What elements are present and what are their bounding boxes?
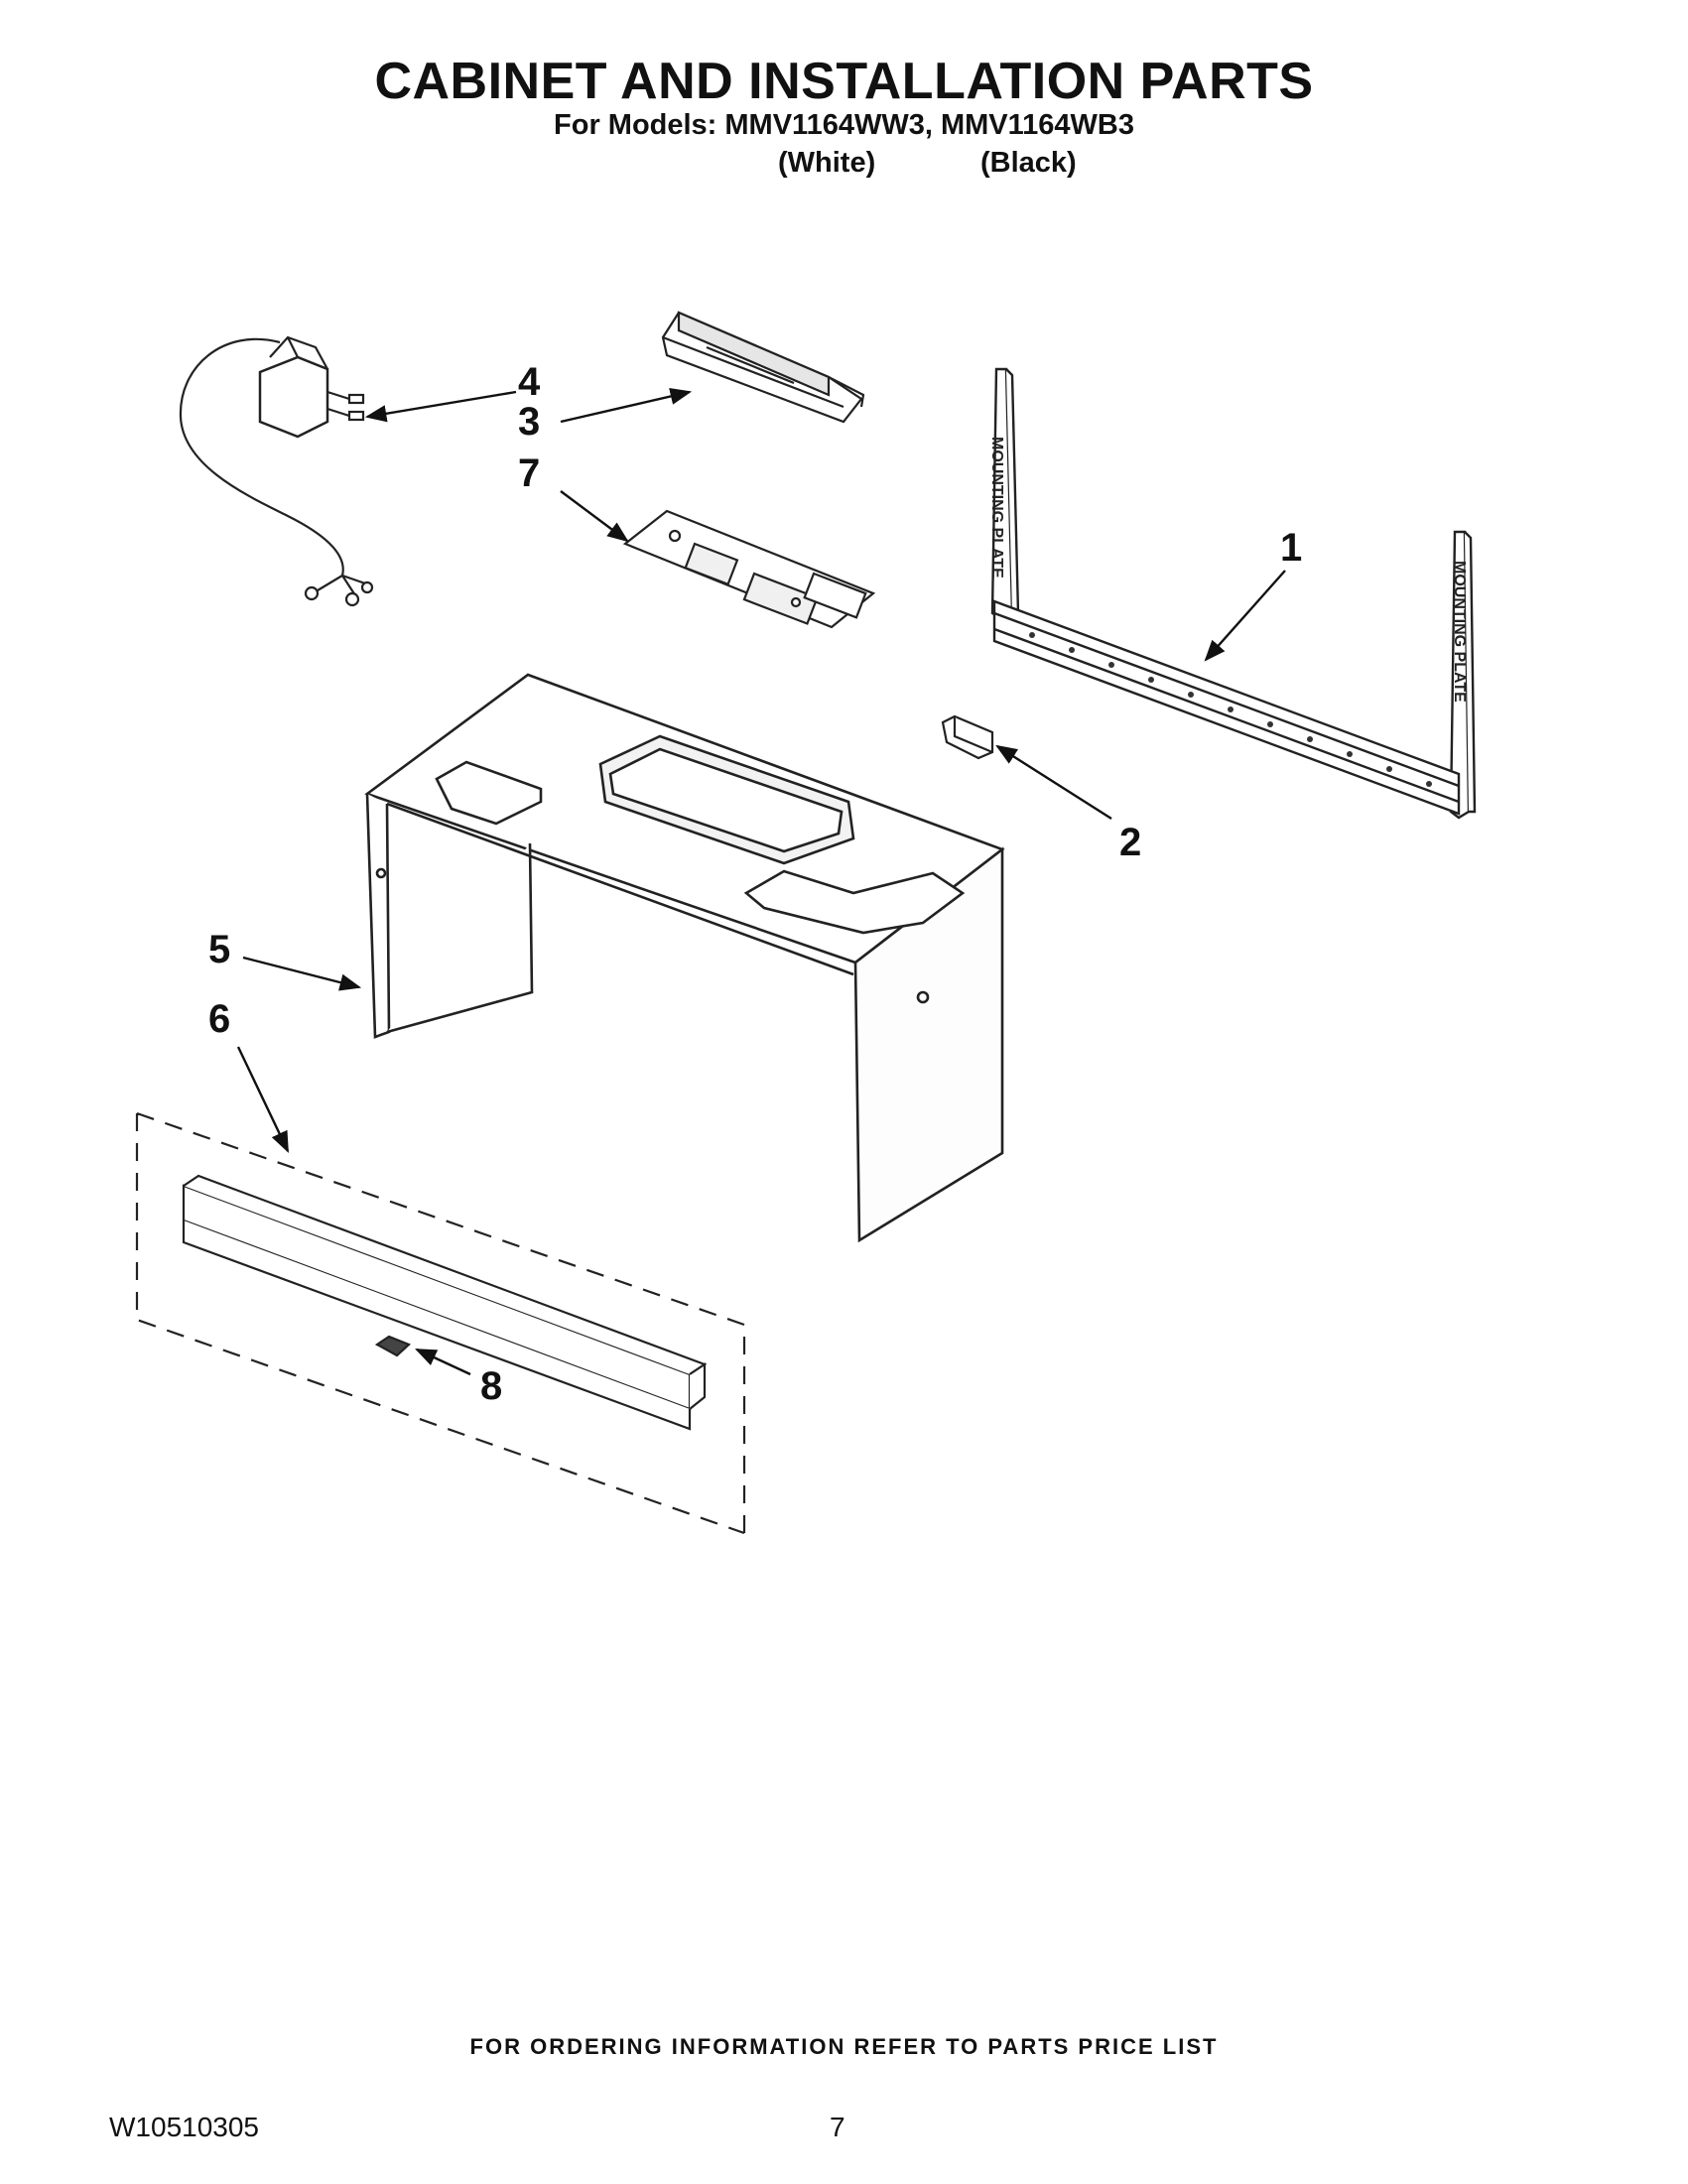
clip-part bbox=[941, 714, 994, 760]
arrow-3 bbox=[560, 387, 693, 424]
page-number: 7 bbox=[830, 2112, 845, 2142]
arrow-4 bbox=[364, 390, 517, 423]
callout-1: 1 bbox=[1280, 526, 1302, 570]
leader-arrows bbox=[236, 387, 1286, 1376]
variant-black: (Black) bbox=[980, 147, 1077, 179]
callout-3: 3 bbox=[518, 400, 540, 444]
page-title: CABINET AND INSTALLATION PARTS bbox=[374, 53, 1314, 110]
bottom-vent-part bbox=[135, 1111, 746, 1535]
ordering-note: FOR ORDERING INFORMATION REFER TO PARTS … bbox=[469, 2034, 1219, 2059]
callout-4: 4 bbox=[518, 360, 541, 404]
models-line: For Models: MMV1164WW3, MMV1164WB3 bbox=[554, 109, 1134, 141]
power-cord-part bbox=[179, 335, 374, 607]
callout-2: 2 bbox=[1119, 821, 1141, 864]
callout-8: 8 bbox=[480, 1364, 502, 1408]
callout-6: 6 bbox=[208, 997, 230, 1041]
callout-5: 5 bbox=[208, 928, 230, 971]
arrow-8 bbox=[415, 1348, 471, 1376]
callout-7: 7 bbox=[518, 451, 540, 495]
mounting-plate-part: MOUNTING PLATE MOUNTING PLATE bbox=[988, 367, 1477, 820]
variant-white: (White) bbox=[778, 147, 876, 179]
arrow-1 bbox=[1204, 570, 1286, 662]
cabinet-wrapper-part bbox=[364, 673, 1005, 1243]
plate-label-right: MOUNTING PLATE bbox=[1451, 561, 1468, 703]
plate-label-left: MOUNTING PLATE bbox=[988, 437, 1005, 578]
arrow-7 bbox=[560, 490, 629, 543]
arrow-5 bbox=[242, 956, 362, 991]
control-plate-part bbox=[622, 509, 876, 629]
arrow-6 bbox=[236, 1046, 290, 1153]
arrow-2 bbox=[995, 744, 1112, 821]
document-number: W10510305 bbox=[109, 2112, 260, 2142]
top-bracket-part bbox=[661, 311, 865, 424]
